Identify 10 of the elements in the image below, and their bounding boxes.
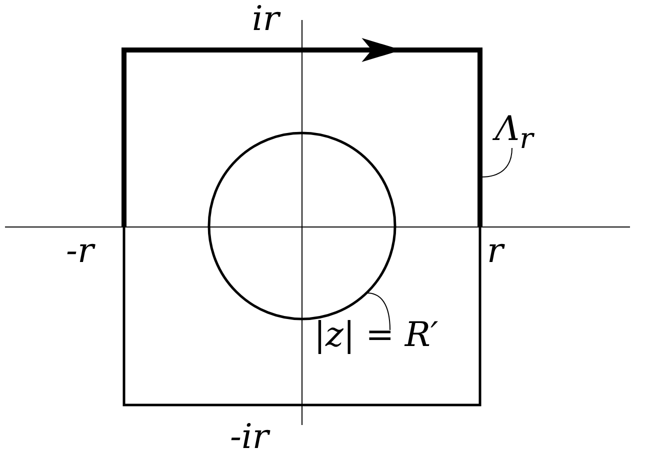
- math-label: |z| = R′: [314, 316, 438, 354]
- axis-label: r: [487, 232, 504, 270]
- axis-label: -ir: [230, 418, 269, 456]
- math-label: Λ$_{r}$: [495, 110, 534, 158]
- contour-path: [122, 38, 482, 227]
- circle: [208, 132, 396, 320]
- axis-label: -r: [66, 232, 94, 270]
- leader-line: [480, 148, 512, 178]
- axis-label: ir: [252, 0, 280, 38]
- leader-line: [366, 292, 390, 330]
